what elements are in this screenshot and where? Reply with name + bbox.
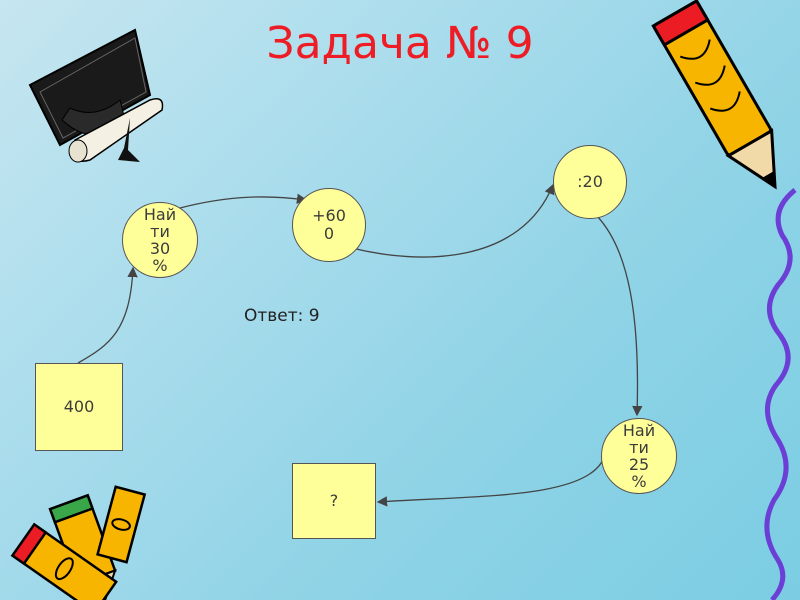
- find-30-percent-label: Най ти 30 %: [143, 205, 177, 275]
- wavy-line-icon: [764, 188, 797, 600]
- graduation-cap-icon: [28, 28, 164, 163]
- find-30-percent-circle: Най ти 30 %: [122, 202, 198, 278]
- page-title: Задача № 9: [266, 18, 534, 69]
- result-label: ?: [329, 491, 339, 510]
- connector-find25-to-result: [376, 449, 607, 507]
- connector-plus600-to-div20: [351, 183, 555, 258]
- divide-20-circle: :20: [553, 145, 627, 219]
- connector-find30-to-plus600: [179, 193, 308, 209]
- divide-20-label: :20: [577, 172, 603, 191]
- crayons-icon: [10, 485, 147, 600]
- start-value-box: 400: [35, 363, 123, 451]
- find-25-percent-label: Най ти 25 %: [622, 421, 656, 491]
- answer-text: Ответ: 9: [244, 306, 320, 326]
- plus-600-label: +60 0: [312, 206, 346, 243]
- connector-start-to-find30: [77, 266, 138, 364]
- result-box: ?: [292, 463, 376, 539]
- pencil-icon: [651, 0, 777, 190]
- find-25-percent-circle: Най ти 25 %: [601, 418, 677, 494]
- connector-div20-to-find25: [595, 214, 643, 417]
- start-value-label: 400: [63, 397, 95, 416]
- plus-600-circle: +60 0: [292, 188, 366, 262]
